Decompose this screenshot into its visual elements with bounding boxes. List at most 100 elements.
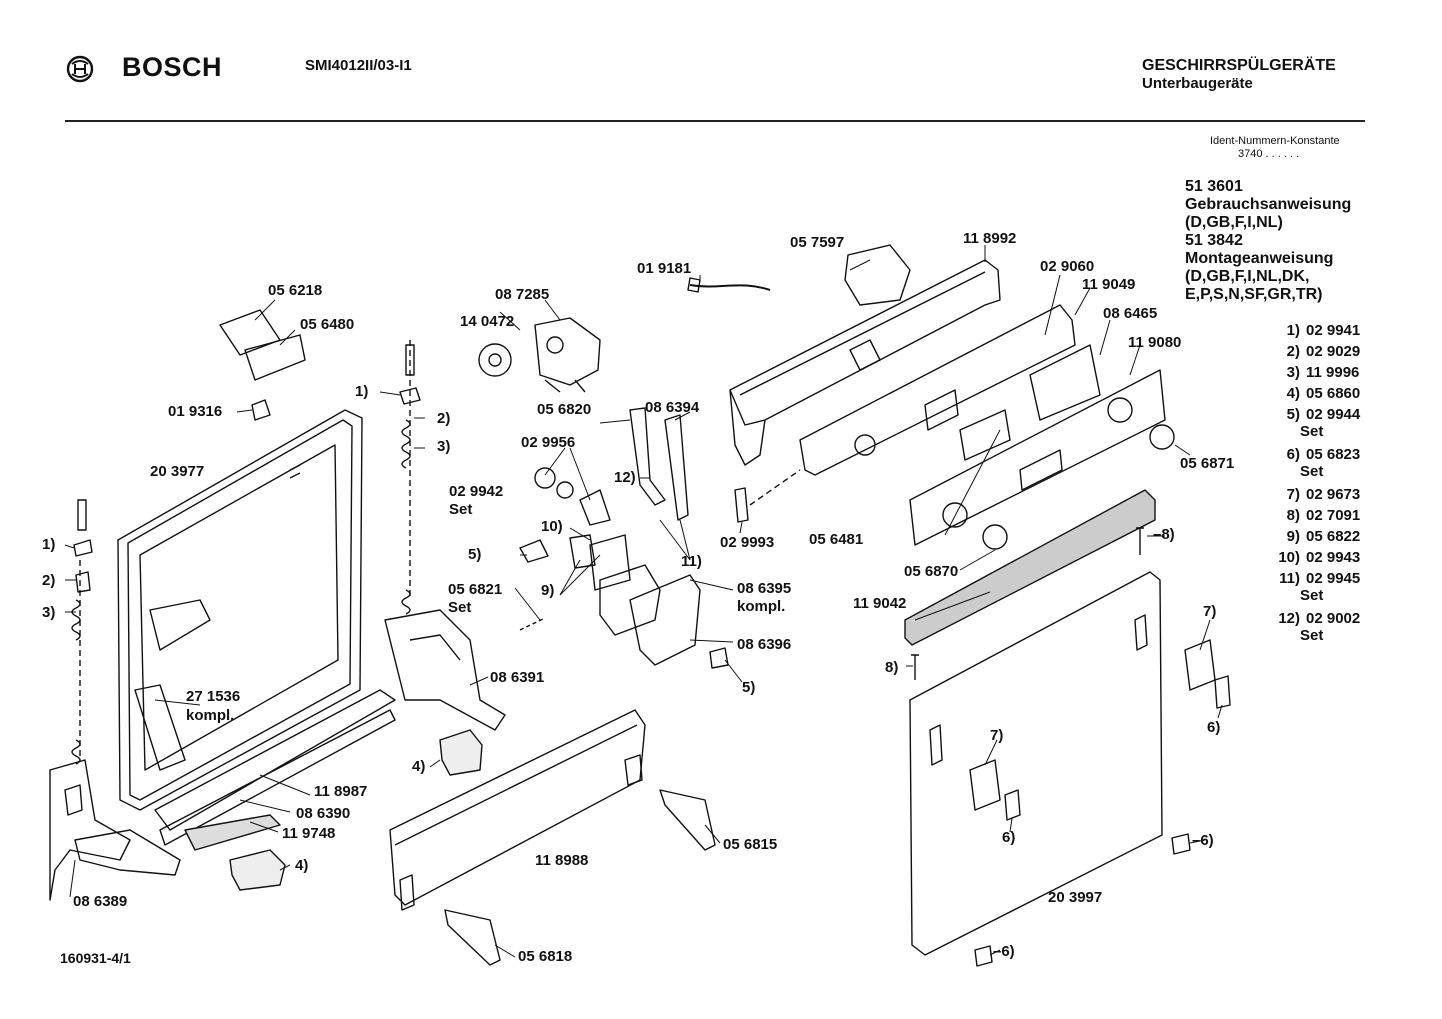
callout-label: 5) [468, 546, 482, 563]
legend-part-number: 02 9002 [1306, 610, 1361, 627]
callout-label: 11 9049 [1082, 276, 1136, 293]
legend-part-number: 02 7091 [1306, 507, 1361, 524]
model-number: SMI4012II/03-I1 [305, 57, 412, 74]
callout-label: 20 3977 [150, 463, 205, 480]
doc-languages: (D,GB,F,I,NL) [1185, 214, 1283, 231]
hinge-bracket-part [385, 610, 505, 730]
knob-part [983, 525, 1007, 549]
legend-ref: 3) [1286, 364, 1300, 381]
seal-block-part [230, 850, 285, 890]
callout-label: 11 8987 [314, 783, 368, 800]
front-panel-part [910, 370, 1165, 545]
callout-label: 3) [42, 604, 56, 621]
legend-ref: 8) [1286, 507, 1300, 524]
callout-label: 05 6871 [1180, 455, 1235, 472]
callout-label: 02 9942 [449, 483, 504, 500]
legend-note: Set [1300, 587, 1324, 604]
latch-hinge-part [1185, 640, 1215, 690]
documents-block: 51 3601 Gebrauchsanweisung (D,GB,F,I,NL)… [1185, 178, 1351, 304]
handle-part [960, 410, 1010, 460]
legend-note: Set [1300, 627, 1324, 644]
callout-label: –6) [993, 943, 1015, 960]
ident-number-block: Ident-Nummern-Konstante 3740 . . . . . . [1210, 135, 1340, 161]
trim-strip-part [905, 490, 1155, 645]
legend-part-number: 02 9945 [1306, 570, 1361, 587]
callout-label: 05 6870 [904, 563, 959, 580]
legend-row: 1)02 9941 [1262, 322, 1361, 339]
legend-ref: 4) [1286, 385, 1300, 402]
small-bracket-part [1005, 790, 1020, 820]
callout-label: 08 6394 [645, 399, 700, 416]
doc-languages: (D,GB,F,I,NL,DK, [1185, 268, 1310, 285]
callout-label: 20 3997 [1048, 889, 1103, 906]
legend-part-number: 05 6822 [1306, 528, 1361, 545]
legend-part-number: 11 9996 [1306, 364, 1360, 381]
callout-label: 05 7597 [790, 234, 845, 251]
legend-part-number: 02 9944 [1306, 406, 1361, 423]
mounting-bracket-part [445, 910, 500, 965]
callout-label: 08 6465 [1103, 305, 1158, 322]
callout-label: kompl. [737, 598, 786, 615]
legend-ref: 7) [1286, 486, 1300, 503]
legend-ref: 2) [1286, 343, 1300, 360]
ident-value: 3740 . . . . . . [1238, 148, 1300, 160]
right-spring-rod-part [400, 340, 420, 614]
legend-row: 7)02 9673 [1262, 486, 1361, 503]
doc-title: Montageanweisung [1185, 250, 1334, 267]
legend-note: Set [1300, 463, 1324, 480]
callout-label: 4) [412, 758, 426, 775]
callout-label: 08 6396 [737, 636, 792, 653]
callout-label: 01 9316 [168, 403, 223, 420]
callout-label: 11 8988 [535, 852, 589, 869]
callout-label: 6) [1207, 719, 1221, 736]
timer-motor-part [535, 318, 600, 392]
callout-label: 02 9060 [1040, 258, 1095, 275]
callout-label: 05 6481 [809, 531, 864, 548]
callout-label: 14 0472 [460, 313, 515, 330]
callout-label: 05 6480 [300, 316, 355, 333]
drawing-number: 160931-4/1 [60, 950, 131, 966]
legend-ref: 5) [1286, 406, 1300, 423]
header-rule [65, 120, 1365, 122]
doc-languages: E,P,S,N,SF,GR,TR) [1185, 286, 1323, 303]
legend-ref: 1) [1286, 322, 1300, 339]
callout-label: –8) [1153, 526, 1175, 543]
callout-label: 05 6218 [268, 282, 323, 299]
callout-label: 11) [681, 553, 702, 570]
legend-ref: 12) [1278, 610, 1300, 627]
control-panel-part [800, 305, 1075, 475]
small-bracket-part [1172, 834, 1190, 854]
callout-label: Set [449, 501, 473, 518]
clip-part [252, 400, 270, 420]
legend-ref: 11) [1279, 570, 1300, 587]
callout-label: Set [448, 599, 472, 616]
callout-label: 05 6818 [518, 948, 573, 965]
seal-block-part [440, 730, 482, 775]
legend-part-number: 02 9029 [1306, 343, 1361, 360]
lever-part [665, 415, 688, 520]
callout-label: kompl. [186, 707, 235, 724]
left-hinge-part [50, 500, 180, 900]
gear-wheel-part [479, 344, 511, 376]
doc-number: 51 3601 [1185, 178, 1243, 195]
legend-note: Set [1300, 423, 1324, 440]
callout-label: 08 7285 [495, 286, 550, 303]
callout-label: 05 6821 [448, 581, 503, 598]
callout-label: 08 6391 [490, 669, 545, 686]
callout-label: 9) [541, 582, 555, 599]
callout-label: 2) [42, 572, 56, 589]
callout-label: 11 9042 [853, 595, 907, 612]
callout-label: 02 9956 [521, 434, 576, 451]
callout-label: 05 6820 [537, 401, 592, 418]
callout-label: 5) [742, 679, 756, 696]
doc-title: Gebrauchsanweisung [1185, 196, 1352, 213]
legend-ref: 10) [1278, 549, 1300, 566]
bosch-logo-icon [66, 55, 94, 83]
category-line-1: GESCHIRRSPÜLGERÄTE [1142, 57, 1336, 74]
product-category: GESCHIRRSPÜLGERÄTE Unterbaugeräte [1142, 57, 1336, 93]
mounting-bracket-part [660, 790, 715, 850]
latch-cover-part [245, 335, 305, 380]
